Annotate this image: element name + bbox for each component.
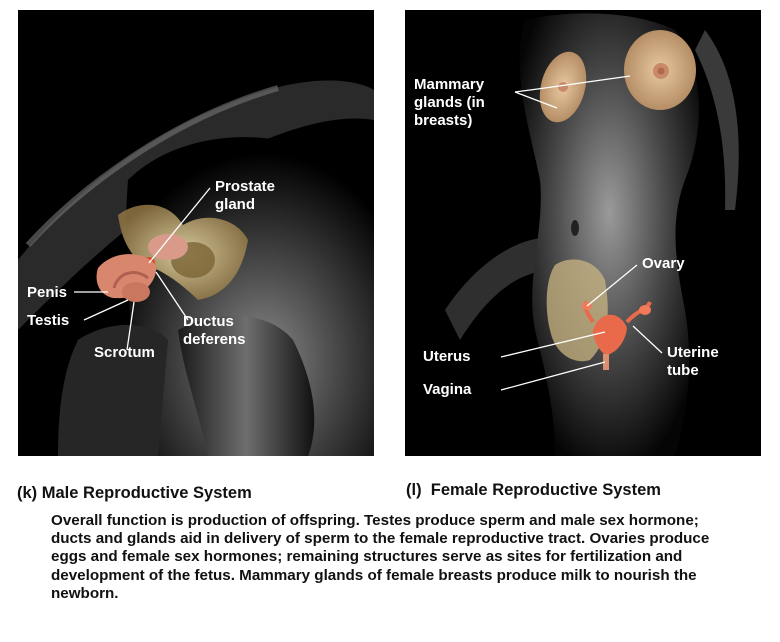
female-caption: (l) Female Reproductive System [406, 481, 661, 500]
label-penis: Penis [27, 284, 68, 301]
label-uterus: Uterus [423, 348, 471, 365]
female-caption-letter: (l) [406, 481, 422, 499]
male-caption-letter: (k) [17, 484, 38, 502]
label-mammary-line1: Mammary [414, 76, 485, 93]
female-figure-illustration [405, 10, 761, 456]
label-ductus-line2: deferens [183, 331, 246, 348]
male-figure-illustration [18, 10, 374, 456]
label-ductus-line1: Ductus [183, 313, 234, 330]
male-photo-panel: Prostate gland Penis Testis Scrotum Duct… [18, 10, 374, 456]
male-leader-lines [74, 187, 211, 351]
description-text: Overall function is production of offspr… [51, 512, 710, 602]
label-prostate-line1: Prostate [215, 178, 276, 195]
label-prostate-line2: gland [215, 196, 255, 213]
label-uterine-line2: tube [667, 362, 699, 379]
label-uterine-line1: Uterine [667, 344, 719, 361]
male-caption: (k) Male Reproductive System [17, 484, 252, 503]
female-photo-panel: Mammary glands (in breasts) Ovary Uterus… [405, 10, 761, 456]
label-ovary: Ovary [642, 255, 685, 272]
male-caption-title: Male Reproductive System [41, 484, 252, 502]
female-leader-lines [500, 75, 663, 391]
label-mammary-line2: glands (in [414, 94, 485, 111]
label-scrotum: Scrotum [94, 344, 155, 361]
female-caption-title: Female Reproductive System [430, 481, 661, 499]
label-testis: Testis [27, 312, 70, 329]
label-vagina: Vagina [423, 381, 472, 398]
label-mammary-line3: breasts) [414, 112, 473, 129]
